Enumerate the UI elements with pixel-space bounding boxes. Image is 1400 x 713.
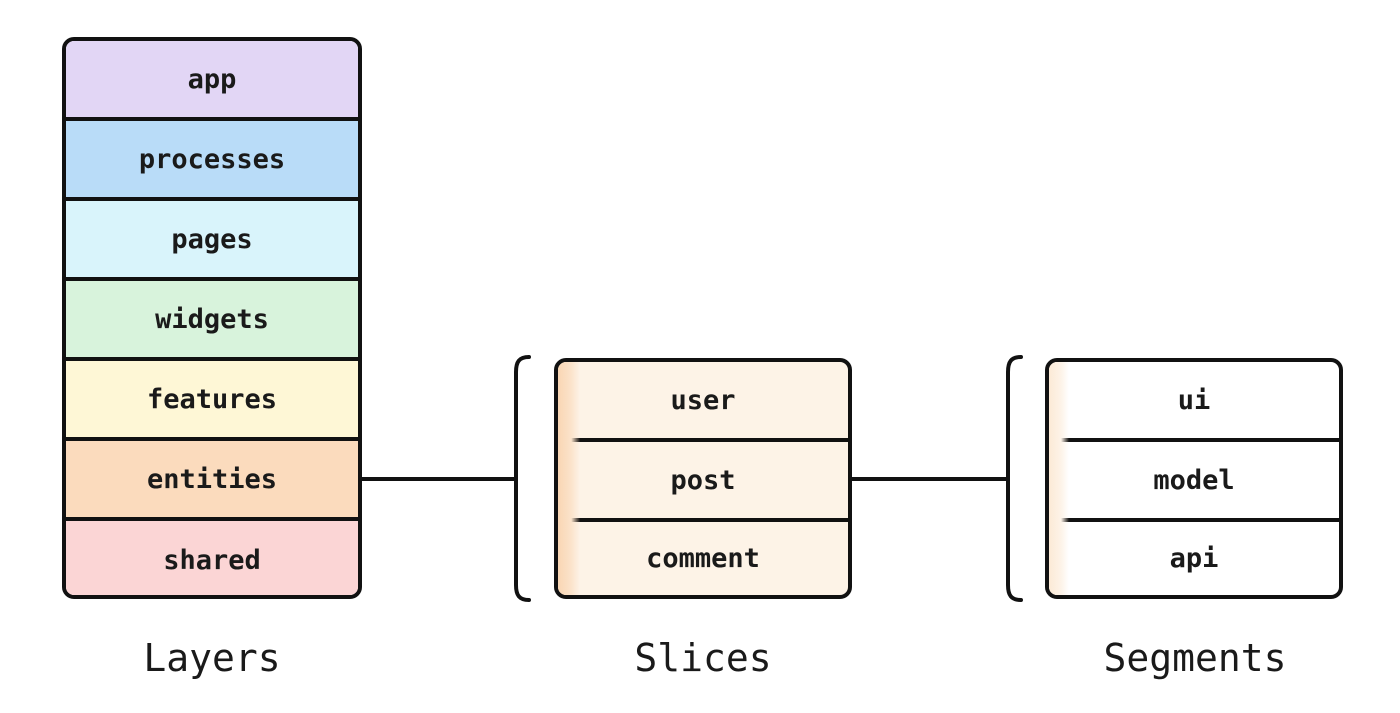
slice-comment: comment <box>558 522 848 595</box>
slice-user: user <box>558 362 848 442</box>
segment-model: model <box>1049 442 1339 522</box>
bracket-slices <box>514 355 531 602</box>
slice-label: post <box>670 464 736 496</box>
slices-caption: Slices <box>634 636 772 680</box>
layer-processes: processes <box>66 121 358 201</box>
layer-label: shared <box>163 544 261 576</box>
segment-label: model <box>1153 464 1235 496</box>
layers-stack: app processes pages widgets features ent… <box>62 37 362 599</box>
bracket-segments <box>1006 355 1023 602</box>
layer-label: processes <box>138 143 286 175</box>
slice-post: post <box>558 442 848 522</box>
layer-label: widgets <box>155 303 269 335</box>
layer-shared: shared <box>66 521 358 595</box>
layer-app: app <box>66 41 358 121</box>
layer-label: pages <box>171 223 253 255</box>
layer-pages: pages <box>66 201 358 281</box>
segment-ui: ui <box>1049 362 1339 442</box>
segments-caption: Segments <box>1103 636 1287 680</box>
segment-label: ui <box>1177 384 1211 416</box>
layer-entities: entities <box>66 441 358 521</box>
layer-label: entities <box>146 463 278 495</box>
layer-label: features <box>146 383 278 415</box>
segments-stack: ui model api <box>1045 358 1343 599</box>
layers-caption: Layers <box>143 636 281 680</box>
segment-label: api <box>1169 543 1219 574</box>
layer-features: features <box>66 361 358 441</box>
layer-label: app <box>187 63 237 95</box>
segment-api: api <box>1049 522 1339 595</box>
slices-stack: user post comment <box>554 358 852 599</box>
slice-label: user <box>670 384 736 416</box>
slice-label: comment <box>646 543 760 574</box>
layer-widgets: widgets <box>66 281 358 361</box>
